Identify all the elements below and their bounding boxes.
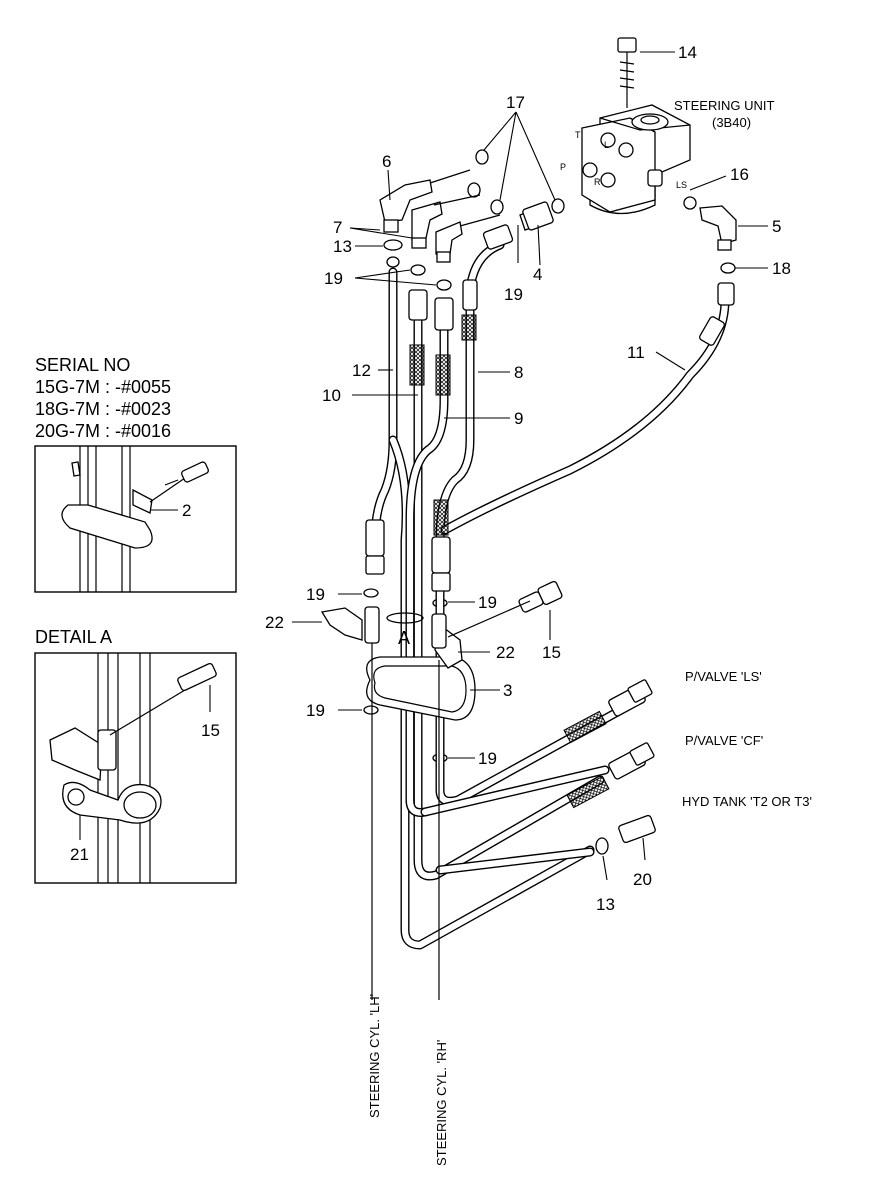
callout-19-left-mid: 19 [306, 585, 325, 604]
callout-5: 5 [772, 217, 781, 236]
callout-11: 11 [627, 343, 645, 362]
port-l-label: L [604, 140, 609, 150]
serial-row-3: 20G-7M : -#0016 [35, 421, 171, 441]
callout-7: 7 [333, 218, 342, 237]
port-r-label: R [594, 177, 601, 187]
callout-2: 2 [182, 501, 191, 520]
steering-unit [581, 37, 691, 215]
callout-14: 14 [678, 43, 697, 62]
clamp-band-3 [320, 580, 563, 721]
callout-13-bottom: 13 [596, 895, 615, 914]
serial-heading: SERIAL NO [35, 355, 130, 375]
leader-lines [79, 51, 768, 881]
callout-19-right-low: 19 [478, 749, 497, 768]
callout-13-top: 13 [333, 237, 352, 256]
pvalve-ls-label: P/VALVE 'LS' [685, 669, 762, 684]
steering-unit-code: (3B40) [712, 115, 751, 130]
hoses [370, 240, 730, 950]
serial-detail-box [34, 445, 237, 593]
callout-19-top-left: 19 [324, 269, 343, 288]
callout-10: 10 [322, 386, 341, 405]
pvalve-cf-label: P/VALVE 'CF' [685, 733, 763, 748]
callout-9: 9 [514, 409, 523, 428]
serial-row-2: 18G-7M : -#0023 [35, 399, 171, 419]
callout-22-left: 22 [265, 613, 284, 632]
callout-15-detail: 15 [201, 721, 220, 740]
callout-4: 4 [533, 265, 542, 284]
callout-21: 21 [70, 845, 89, 864]
callout-6: 6 [382, 152, 391, 171]
callout-15-main: 15 [542, 643, 561, 662]
hyd-tank-label: HYD TANK 'T2 OR T3' [682, 794, 812, 809]
callout-16: 16 [730, 165, 749, 184]
hose-fittings [365, 201, 735, 855]
steering-unit-label: STEERING UNIT [674, 98, 774, 113]
detail-a-heading: DETAIL A [35, 627, 112, 647]
elbow-fittings [379, 169, 737, 263]
detail-a-marker: A [398, 628, 410, 648]
callout-19-left-low: 19 [306, 701, 325, 720]
text-labels: STEERING UNIT (3B40) T L P R LS 14 17 6 … [35, 43, 812, 1166]
bolt-head [617, 37, 637, 53]
serial-row-1: 15G-7M : -#0055 [35, 377, 171, 397]
port-ls-label: LS [676, 180, 687, 190]
steering-cyl-lh-label: STEERING CYL. 'LH' [367, 994, 382, 1118]
callout-8: 8 [514, 363, 523, 382]
port-p-label: P [560, 162, 566, 172]
o-rings-17 [467, 149, 697, 215]
callout-18: 18 [772, 259, 791, 278]
callout-19-top-mid: 19 [504, 285, 523, 304]
detail-a-box [34, 652, 237, 884]
callout-19-right-mid: 19 [478, 593, 497, 612]
port-t-label: T [575, 130, 581, 140]
callout-12: 12 [352, 361, 371, 380]
steering-cyl-rh-label: STEERING CYL. 'RH' [434, 1040, 449, 1166]
callout-22-right: 22 [496, 643, 515, 662]
cylinder-lines [371, 643, 440, 1000]
callout-17: 17 [506, 93, 525, 112]
callout-3: 3 [503, 681, 512, 700]
callout-20: 20 [633, 870, 652, 889]
